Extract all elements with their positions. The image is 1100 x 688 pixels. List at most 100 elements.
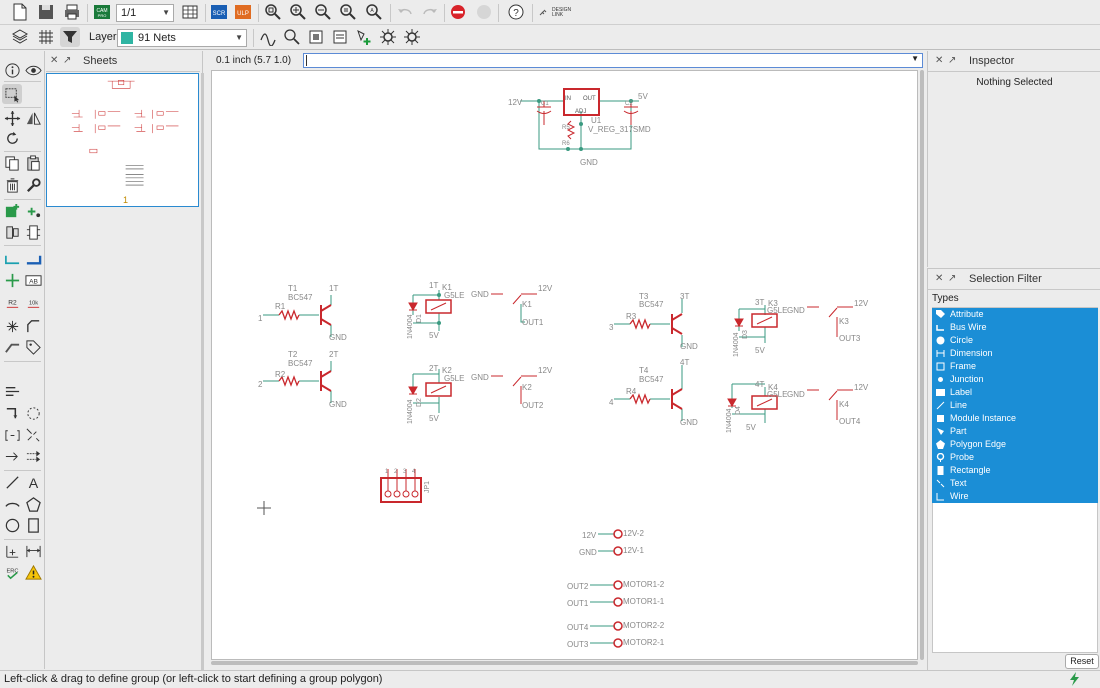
smash-icon[interactable] (2, 316, 22, 336)
arrow-swap-icon[interactable] (23, 446, 43, 466)
module-instance-icon[interactable] (330, 27, 350, 47)
lightning-icon[interactable] (1068, 672, 1082, 686)
value-icon[interactable]: 10k (23, 294, 43, 314)
polygon-icon[interactable] (23, 494, 43, 514)
filter-item-label[interactable]: Label (932, 386, 1098, 399)
expand-icon[interactable]: ↗ (63, 55, 72, 66)
scr-icon[interactable]: SCR (209, 2, 229, 22)
filter-item-wire[interactable]: Wire (932, 490, 1098, 503)
filter-item-attribute[interactable]: Attribute (932, 308, 1098, 321)
grid-icon[interactable] (36, 27, 56, 47)
save-icon[interactable] (36, 2, 56, 22)
panel-splitter[interactable] (201, 73, 204, 670)
add-part-tool-icon[interactable] (2, 201, 22, 221)
wire-style-icon[interactable] (258, 27, 278, 47)
show-icon[interactable] (306, 27, 326, 47)
copy-icon[interactable] (2, 153, 22, 173)
layer-select[interactable]: 91 Nets ▼ (117, 29, 247, 47)
pin-swap-icon[interactable] (23, 222, 43, 242)
reset-button[interactable]: Reset (1065, 654, 1099, 669)
relay-k4[interactable]: 4T G5LE K4 5V GND 12V K4 OUT4 1N4004 D4 (726, 380, 869, 433)
filter-item-polygon-edge[interactable]: Polygon Edge (932, 438, 1098, 451)
split-icon[interactable] (2, 337, 22, 357)
vertical-scrollbar[interactable] (920, 70, 924, 660)
arrow-right-icon[interactable] (2, 446, 22, 466)
filter-item-rectangle[interactable]: Rectangle (932, 464, 1098, 477)
slice-icon[interactable] (2, 403, 22, 423)
zoom-area-icon[interactable]: A (364, 2, 384, 22)
redo-icon[interactable] (420, 2, 440, 22)
expand-icon[interactable]: ↗ (948, 55, 957, 66)
zoom-in-icon[interactable] (288, 2, 308, 22)
warning-icon[interactable] (23, 562, 43, 582)
zoom-out-icon[interactable] (313, 2, 333, 22)
wrench-icon[interactable] (23, 175, 43, 195)
erc-icon[interactable]: ERC (2, 562, 22, 582)
label-icon[interactable]: AB (23, 270, 43, 290)
dimension-icon[interactable] (23, 541, 43, 561)
relay-k1[interactable]: 1T G5LE K1 5V GND 12V K1 OUT1 1N4004 D1 (407, 281, 553, 340)
meander-icon[interactable] (23, 403, 43, 423)
filter-item-text[interactable]: Text (932, 477, 1098, 490)
eye-icon[interactable] (23, 60, 43, 80)
tag-icon[interactable] (23, 337, 43, 357)
expand-icon[interactable]: ↗ (948, 273, 957, 284)
name-icon[interactable]: R2 (2, 294, 22, 314)
align-icon[interactable] (2, 381, 22, 401)
ulp-icon[interactable]: ULP (233, 2, 253, 22)
delete-icon[interactable] (2, 175, 22, 195)
settings-gear-icon[interactable] (402, 27, 422, 47)
net-icon[interactable] (2, 249, 22, 269)
command-input[interactable]: ▼ (303, 53, 923, 68)
terminals[interactable]: 12V 12V-2 GND 12V-1 OUT2 MOTOR1-2 OUT1 M… (567, 529, 665, 649)
add-part-icon[interactable] (354, 27, 374, 47)
filter-item-circle[interactable]: Circle (932, 334, 1098, 347)
undo-icon[interactable] (395, 2, 415, 22)
sheet-select[interactable]: 1/1▼ (116, 4, 174, 22)
filter-item-part[interactable]: Part (932, 425, 1098, 438)
relay-k2[interactable]: 2T G5LE K2 5V GND 12V K2 OUT2 1N4004 D2 (407, 364, 553, 424)
regulator-circuit[interactable]: IN OUT ADJ U1 V_REG_317SMD 12V 5V GND C1… (508, 88, 651, 167)
bus-icon[interactable] (23, 249, 43, 269)
header-jp1[interactable]: 1 2 3 4 JP1 (380, 469, 431, 503)
filter-item-bus-wire[interactable]: Bus Wire (932, 321, 1098, 334)
filter-item-module-instance[interactable]: Module Instance (932, 412, 1098, 425)
paste-icon[interactable] (23, 153, 43, 173)
group-icon[interactable] (2, 84, 22, 104)
relay-k3[interactable]: 3T G5LE K3 5V GND 12V K3 OUT3 1N4004 D3 (733, 298, 869, 357)
schematic-drawing[interactable]: IN OUT ADJ U1 V_REG_317SMD 12V 5V GND C1… (212, 71, 917, 659)
chevron-down-icon[interactable]: ▼ (911, 54, 919, 63)
filter-item-junction[interactable]: Junction (932, 373, 1098, 386)
print-icon[interactable] (62, 2, 82, 22)
text-icon[interactable]: A (23, 472, 43, 492)
gate-swap-icon[interactable] (2, 222, 22, 242)
close-icon[interactable]: ✕ (935, 55, 944, 66)
mark-icon[interactable] (2, 541, 22, 561)
filter-item-probe[interactable]: Probe (932, 451, 1098, 464)
filter-item-line[interactable]: Line (932, 399, 1098, 412)
go-icon[interactable] (474, 2, 494, 22)
horizontal-scrollbar[interactable] (211, 661, 918, 665)
optimize-icon[interactable] (2, 425, 22, 445)
filter-item-frame[interactable]: Frame (932, 360, 1098, 373)
replace-icon[interactable] (23, 201, 43, 221)
miter-icon[interactable] (23, 316, 43, 336)
circle-icon[interactable] (2, 515, 22, 535)
sheet-icon[interactable] (180, 2, 200, 22)
transistor-t4[interactable]: 4 R4 T4 BC547 4T GND (609, 358, 698, 427)
move-icon[interactable] (2, 108, 22, 128)
close-icon[interactable]: ✕ (935, 273, 944, 284)
line-icon[interactable] (2, 472, 22, 492)
filter-item-dimension[interactable]: Dimension (932, 347, 1098, 360)
arc-icon[interactable] (2, 494, 22, 514)
stop-icon[interactable] (448, 2, 468, 22)
route-icon[interactable] (23, 425, 43, 445)
rotate-icon[interactable] (2, 128, 22, 148)
zoom-select-icon[interactable] (338, 2, 358, 22)
close-icon[interactable]: ✕ (50, 55, 59, 66)
junction-icon[interactable] (2, 270, 22, 290)
zoom-fit-icon[interactable] (263, 2, 283, 22)
transistor-t3[interactable]: 3 R3 T3 BC547 3T GND (609, 292, 698, 351)
